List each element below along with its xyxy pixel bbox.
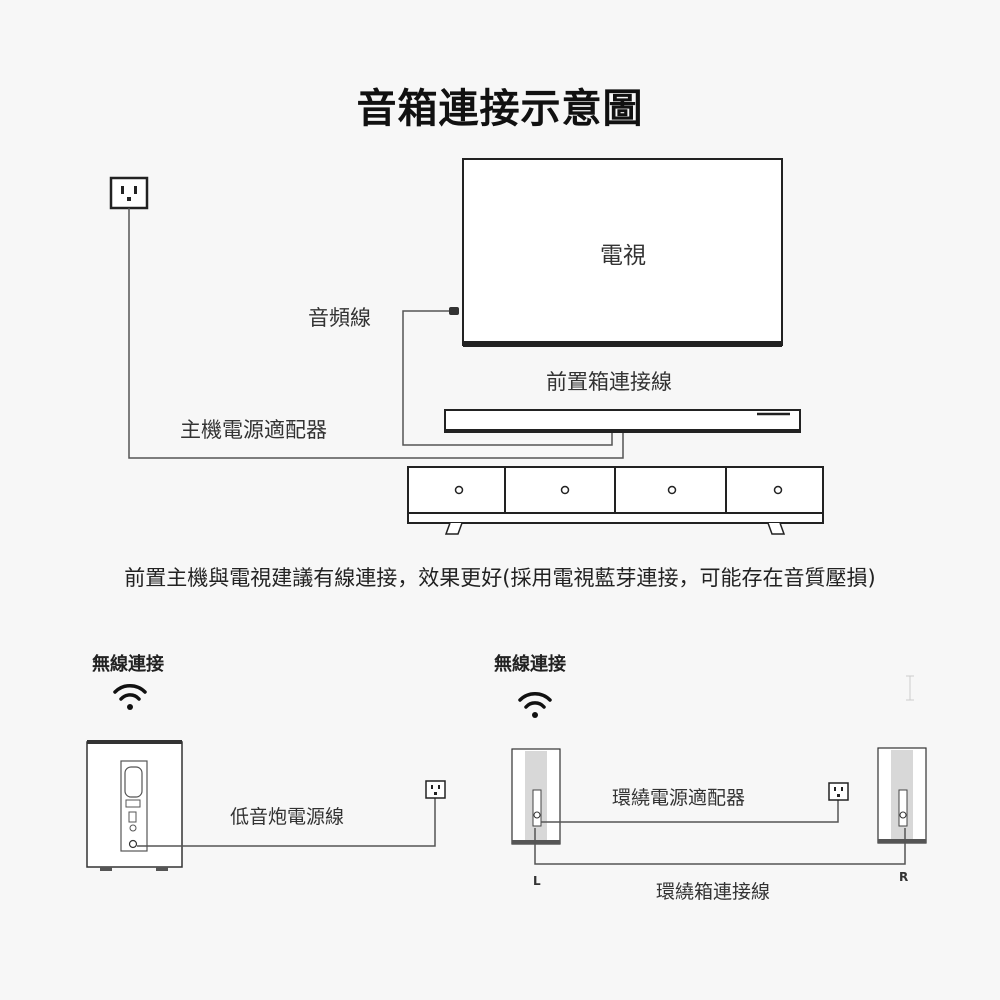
main-adapter-label: 主機電源適配器 [180,418,327,442]
surround-cable-label: 環繞箱連接線 [656,881,771,903]
audio-cable-label: 音頻線 [308,306,371,330]
power-outlet-icon [109,176,149,210]
subwoofer-cable-label: 低音炮電源線 [230,806,345,828]
wifi-icon [113,684,147,710]
surround-adapter-label: 環繞電源適配器 [612,787,746,809]
wireless-label-right: 無線連接 [494,654,566,675]
tv-label: 電視 [600,243,646,269]
power-outlet-icon [828,782,849,801]
surround-speaker-right [877,747,927,844]
audio-cable-line [402,310,613,446]
wifi-icon [518,692,552,718]
tv [449,158,783,347]
soundbar [444,409,801,433]
surround-speaker-left [511,748,561,845]
subwoofer-power-cable [137,798,436,847]
subwoofer [86,740,183,871]
tv-cabinet [407,466,824,535]
page-title: 音箱連接示意圖 [356,86,644,132]
left-speaker-label: L [533,874,541,888]
main-adapter-cable [128,208,624,459]
wireless-label-left: 無線連接 [92,654,164,675]
right-speaker-label: R [899,870,909,884]
front-box-cable-label: 前置箱連接線 [546,370,672,394]
surround-speaker-cable [534,828,906,865]
connection-note: 前置主機與電視建議有線連接，效果更好(採用電視藍芽連接，可能存在音質壓損) [124,566,876,590]
power-outlet-icon [425,780,446,799]
text-cursor-icon [906,675,914,701]
surround-power-cable [541,800,839,823]
